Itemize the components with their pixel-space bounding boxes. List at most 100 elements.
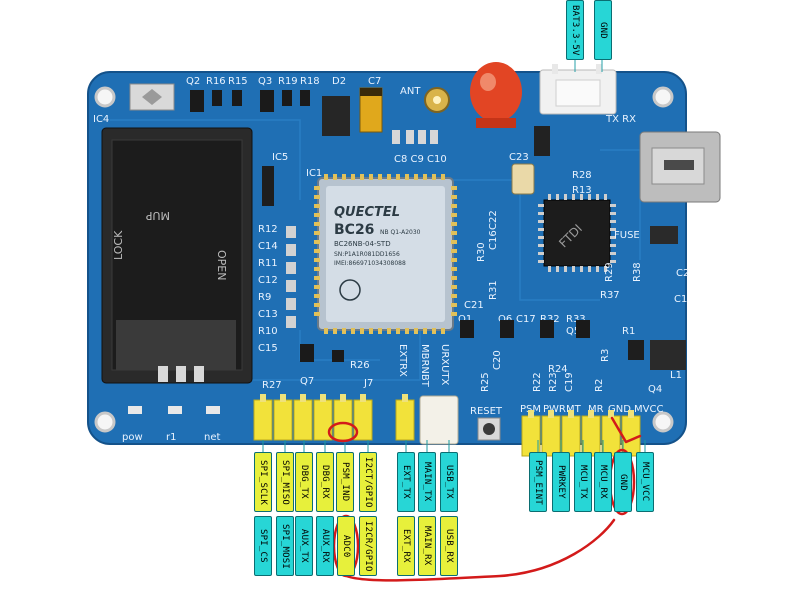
module-pad xyxy=(405,174,409,180)
capacitor-c23 xyxy=(511,163,535,195)
mini-usb-port xyxy=(639,131,721,203)
jumper-cap xyxy=(419,395,459,445)
low-ref-label: Q7 xyxy=(300,376,314,387)
module-pad xyxy=(451,312,457,316)
right-ref-label: C2 xyxy=(676,268,689,279)
left-ref-label: R10 xyxy=(258,326,278,337)
module-pad xyxy=(432,174,436,180)
pin-label-upper: PWRKEY xyxy=(552,452,570,512)
left-ref-label: R12 xyxy=(258,224,278,235)
module-pad xyxy=(314,312,320,316)
mid-ref-label: C21 xyxy=(464,300,484,311)
mid-ref-label: R31 xyxy=(488,280,499,300)
module-pad xyxy=(432,328,436,334)
r13-label: R13 xyxy=(572,185,592,196)
ic1-label: IC1 xyxy=(306,168,322,179)
ftdi-pin xyxy=(538,260,544,263)
j7-pin-pin xyxy=(300,394,306,402)
top-smd-components xyxy=(190,90,310,112)
low-ref-label: Q5 xyxy=(566,326,580,337)
status-led-label: r1 xyxy=(166,432,176,443)
right-ref-label: R37 xyxy=(600,290,620,301)
module-line2: BC26NB-04-STD xyxy=(334,240,391,248)
ftdi-pin xyxy=(596,194,599,200)
pin-label-lower: SPI_CS xyxy=(254,516,272,576)
pin-label-lower: I2CR/GPIO xyxy=(359,516,377,576)
mid-ref-label: R30 xyxy=(476,242,487,262)
right-ref-label: Q4 xyxy=(648,384,662,395)
module-pad xyxy=(423,328,427,334)
pin-label-upper: EXT_TX xyxy=(397,452,415,512)
low-ref-label: Q6 xyxy=(498,314,512,325)
sim-open-label: OPEN xyxy=(215,250,228,280)
header-vertical-label: EXTRX xyxy=(397,344,408,377)
r28-label: R28 xyxy=(572,170,592,181)
ic4-label: IC4 xyxy=(93,114,109,125)
top-ref-label: Q2 xyxy=(186,76,200,87)
top-ref-label: R19 xyxy=(278,76,298,87)
module-pad xyxy=(441,174,445,180)
fuse xyxy=(650,226,678,244)
c23-label: C23 xyxy=(509,152,529,163)
module-brand: QUECTEL xyxy=(334,205,400,220)
ftdi-pin xyxy=(610,220,616,223)
mid-pin-pin xyxy=(402,394,408,402)
pin-label-upper: GND xyxy=(614,452,632,512)
bc26-module: QUECTEL BC26 NB Q1-A2030 BC26NB-04-STD S… xyxy=(317,177,454,331)
right-pin-pin xyxy=(568,410,574,418)
module-pad xyxy=(314,267,320,271)
module-pad xyxy=(314,222,320,226)
module-pad xyxy=(314,186,320,190)
mid-ref-label: C22 xyxy=(488,210,499,230)
left-ref-label: C14 xyxy=(258,241,278,252)
low-ref-label: Q1 xyxy=(458,314,472,325)
low-ref-label: C19 xyxy=(564,372,575,392)
module-line3: SN:P1A1R081DD1656 xyxy=(334,251,400,258)
header-row-label: MVCC xyxy=(634,404,663,415)
j7-pin xyxy=(293,399,313,441)
j7-pin xyxy=(333,399,353,441)
module-pad xyxy=(314,240,320,244)
module-pad xyxy=(369,328,373,334)
status-led-label: net xyxy=(204,432,220,443)
module-pad xyxy=(314,204,320,208)
cap-pads xyxy=(392,130,438,144)
low-ref-label: R26 xyxy=(350,360,370,371)
pin-label-upper: PSM_EINT xyxy=(529,452,547,512)
right-pin-pin xyxy=(588,410,594,418)
module-pad xyxy=(451,204,457,208)
module-pad xyxy=(396,174,400,180)
low-ref-label: R23 xyxy=(548,372,559,392)
right-ref-label: R38 xyxy=(632,262,643,282)
header-vertical-label: MBRNBT xyxy=(419,344,430,388)
pin-label-upper: DBG_TX xyxy=(295,452,313,512)
ftdi-pin xyxy=(548,194,551,200)
module-pad xyxy=(451,195,457,199)
ftdi-pins xyxy=(538,194,616,272)
ftdi-pin xyxy=(572,266,575,272)
module-name: BC26 xyxy=(334,222,374,238)
j7-pin xyxy=(273,399,293,441)
right-pin-pin xyxy=(628,410,634,418)
pin-header-j7 xyxy=(253,394,373,441)
module-pad xyxy=(314,213,320,217)
j7-pin-pin xyxy=(340,394,346,402)
right-ref-label: R29 xyxy=(604,262,615,282)
module-pad xyxy=(314,303,320,307)
ftdi-pin xyxy=(610,228,616,231)
reset-button[interactable] xyxy=(477,417,501,441)
ftdi-pin xyxy=(538,212,544,215)
module-pad xyxy=(314,249,320,253)
ftdi-pin xyxy=(538,220,544,223)
right-pin-pin xyxy=(608,410,614,418)
ftdi-pin xyxy=(564,194,567,200)
pin-label-upper: DBG_RX xyxy=(316,452,334,512)
ftdi-pin xyxy=(610,260,616,263)
module-pad xyxy=(387,174,391,180)
pin-label-lower: USB_RX xyxy=(440,516,458,576)
battery-wires xyxy=(574,60,603,72)
ftdi-chip: FTDI xyxy=(543,199,611,267)
